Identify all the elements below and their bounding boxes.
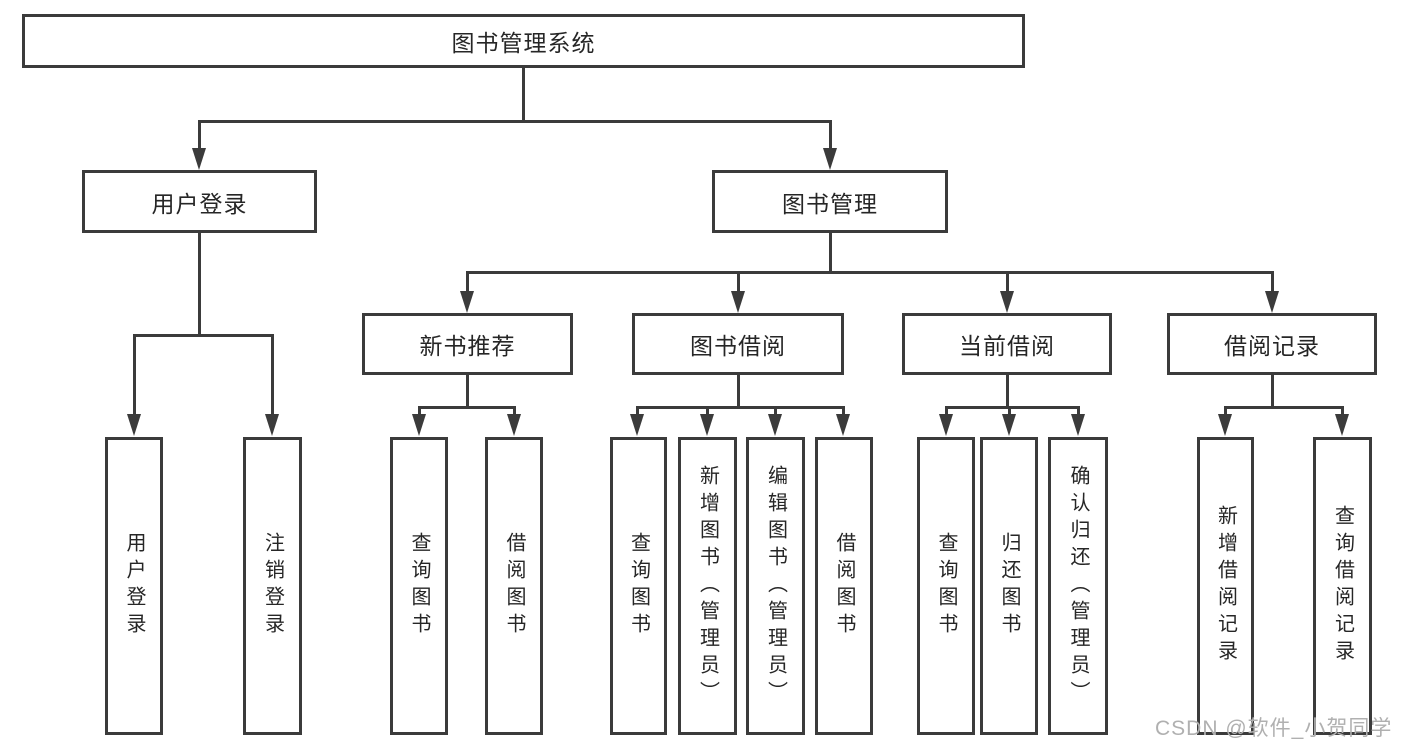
arrow-down-icon — [127, 414, 141, 436]
arrow-down-icon — [768, 414, 782, 436]
connector-line — [1224, 406, 1344, 409]
leaf-borrow-books: 借阅图书 — [815, 437, 873, 735]
arrow-down-icon — [939, 414, 953, 436]
connector-line — [1008, 406, 1011, 416]
leaf-query-books-borrowing: 查询图书 — [610, 437, 667, 735]
connector-line — [1224, 406, 1227, 416]
arrow-down-icon — [265, 414, 279, 436]
leaf-query-borrow-record: 查询借阅记录 — [1313, 437, 1372, 735]
connector-line — [198, 120, 201, 148]
arrow-down-icon — [1000, 291, 1014, 313]
arrow-down-icon — [1071, 414, 1085, 436]
connector-line — [418, 406, 421, 416]
leaf-logout: 注销登录 — [243, 437, 302, 735]
arrow-down-icon — [1218, 414, 1232, 436]
connector-line — [1077, 406, 1080, 416]
connector-line — [945, 406, 1080, 409]
connector-line — [636, 406, 639, 416]
connector-line — [522, 68, 525, 122]
connector-line — [1271, 271, 1274, 293]
node-current-borrowing: 当前借阅 — [902, 313, 1112, 375]
connector-line — [1006, 271, 1009, 293]
node-book-borrowing: 图书借阅 — [632, 313, 844, 375]
connector-line — [198, 120, 832, 123]
connector-line — [636, 406, 845, 409]
arrow-down-icon — [460, 291, 474, 313]
arrow-down-icon — [823, 148, 837, 170]
arrow-down-icon — [507, 414, 521, 436]
arrow-down-icon — [1002, 414, 1016, 436]
connector-line — [945, 406, 948, 416]
leaf-query-books-recommend: 查询图书 — [390, 437, 448, 735]
csdn-watermark: CSDN @软件_小贺同学 — [1155, 717, 1393, 740]
leaf-add-books-admin: 新增图书（管理员） — [678, 437, 737, 735]
arrow-down-icon — [836, 414, 850, 436]
connector-line — [466, 271, 469, 293]
leaf-user-login: 用户登录 — [105, 437, 163, 735]
connector-line — [706, 406, 709, 416]
connector-line — [1271, 375, 1274, 408]
connector-line — [198, 233, 201, 336]
connector-line — [1341, 406, 1344, 416]
leaf-borrow-books-recommend: 借阅图书 — [485, 437, 543, 735]
arrow-down-icon — [630, 414, 644, 436]
node-library-management-system: 图书管理系统 — [22, 14, 1025, 68]
connector-line — [466, 271, 1274, 274]
connector-line — [513, 406, 516, 416]
leaf-add-borrow-record: 新增借阅记录 — [1197, 437, 1254, 735]
connector-line — [133, 334, 274, 337]
arrow-down-icon — [700, 414, 714, 436]
arrow-down-icon — [412, 414, 426, 436]
connector-line — [737, 375, 740, 408]
connector-line — [1006, 375, 1009, 408]
connector-line — [829, 120, 832, 148]
node-user-login-branch: 用户登录 — [82, 170, 317, 233]
connector-line — [829, 233, 832, 273]
connector-line — [418, 406, 516, 409]
arrow-down-icon — [731, 291, 745, 313]
arrow-down-icon — [192, 148, 206, 170]
node-new-book-recommendation: 新书推荐 — [362, 313, 573, 375]
connector-line — [774, 406, 777, 416]
leaf-query-books-current: 查询图书 — [917, 437, 975, 735]
leaf-confirm-return-admin: 确认归还（管理员） — [1048, 437, 1108, 735]
leaf-edit-books-admin: 编辑图书（管理员） — [746, 437, 805, 735]
node-book-management: 图书管理 — [712, 170, 948, 233]
arrow-down-icon — [1265, 291, 1279, 313]
arrow-down-icon — [1335, 414, 1349, 436]
connector-line — [271, 334, 274, 414]
connector-line — [842, 406, 845, 416]
connector-line — [466, 375, 469, 408]
leaf-return-books: 归还图书 — [980, 437, 1038, 735]
connector-line — [133, 334, 136, 414]
connector-line — [737, 271, 740, 293]
node-borrowing-records: 借阅记录 — [1167, 313, 1377, 375]
